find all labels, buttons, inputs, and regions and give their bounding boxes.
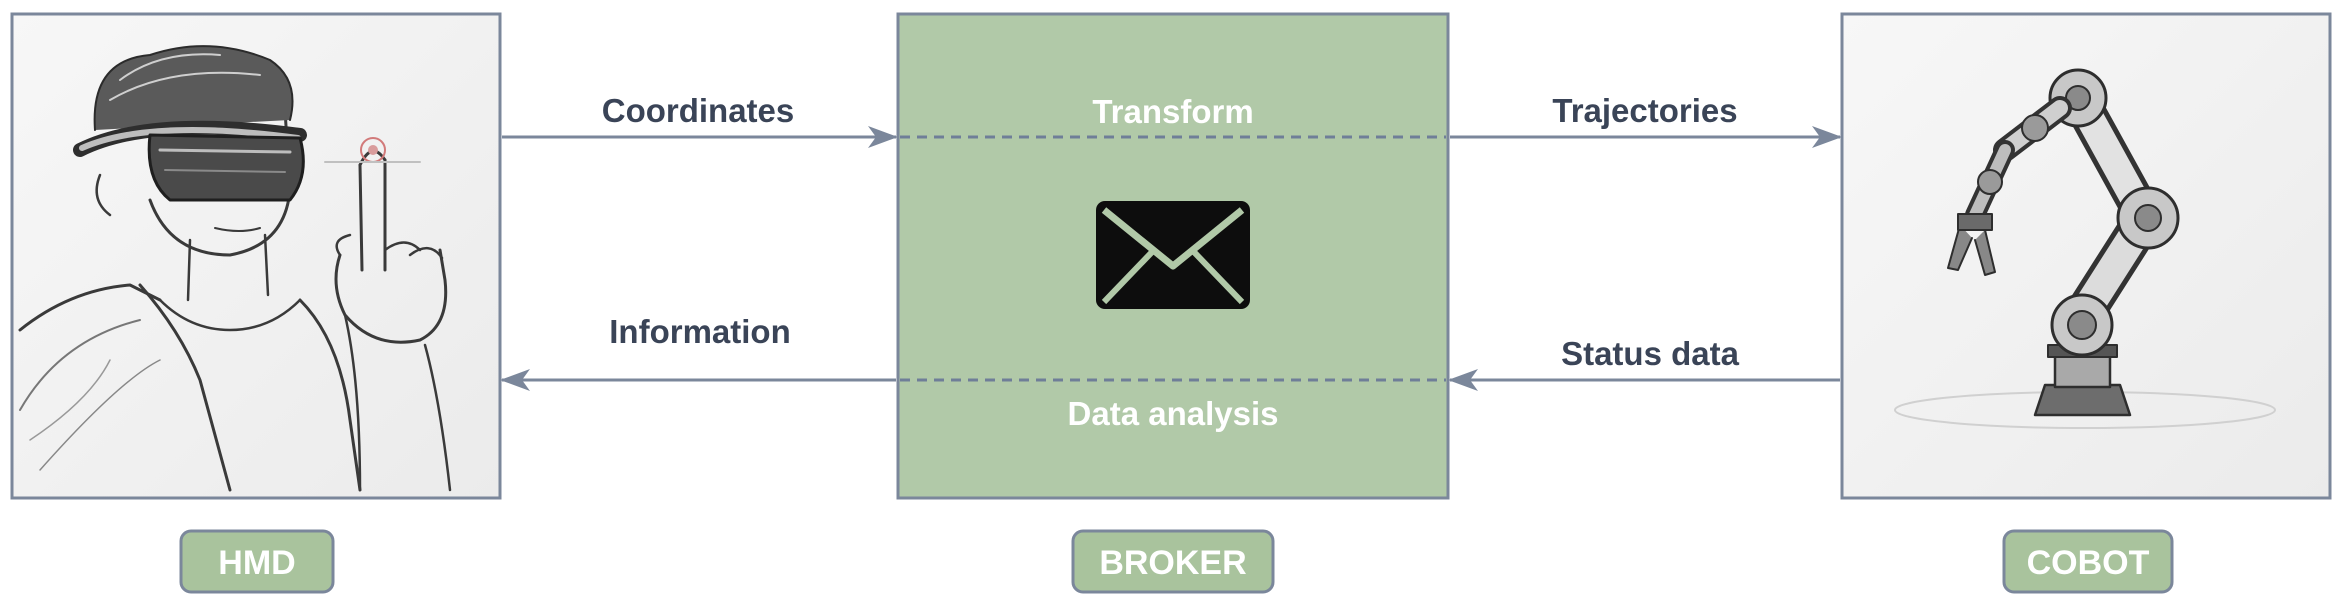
cobot-tag-label: COBOT	[2027, 544, 2150, 582]
cobot-tag: COBOT	[2002, 529, 2174, 594]
vr-headset-user-illustration	[18, 45, 452, 492]
coordinates-label: Coordinates	[602, 92, 795, 129]
cobot-panel	[1840, 12, 2332, 500]
hmd-panel	[10, 12, 502, 500]
information-label: Information	[609, 313, 790, 350]
data-analysis-label: Data analysis	[1068, 395, 1279, 432]
transform-label: Transform	[1092, 93, 1253, 130]
broker-tag-label: BROKER	[1099, 544, 1246, 582]
broker-tag: BROKER	[1071, 529, 1275, 594]
envelope-icon	[1096, 201, 1250, 309]
hmd-tag-label: HMD	[218, 544, 295, 582]
trajectories-label: Trajectories	[1552, 92, 1737, 129]
robot-arm-illustration	[1894, 68, 2276, 429]
hmd-tag: HMD	[179, 529, 335, 594]
status-data-label: Status data	[1561, 335, 1740, 372]
broker-panel: Transform Data analysis	[896, 12, 1450, 500]
